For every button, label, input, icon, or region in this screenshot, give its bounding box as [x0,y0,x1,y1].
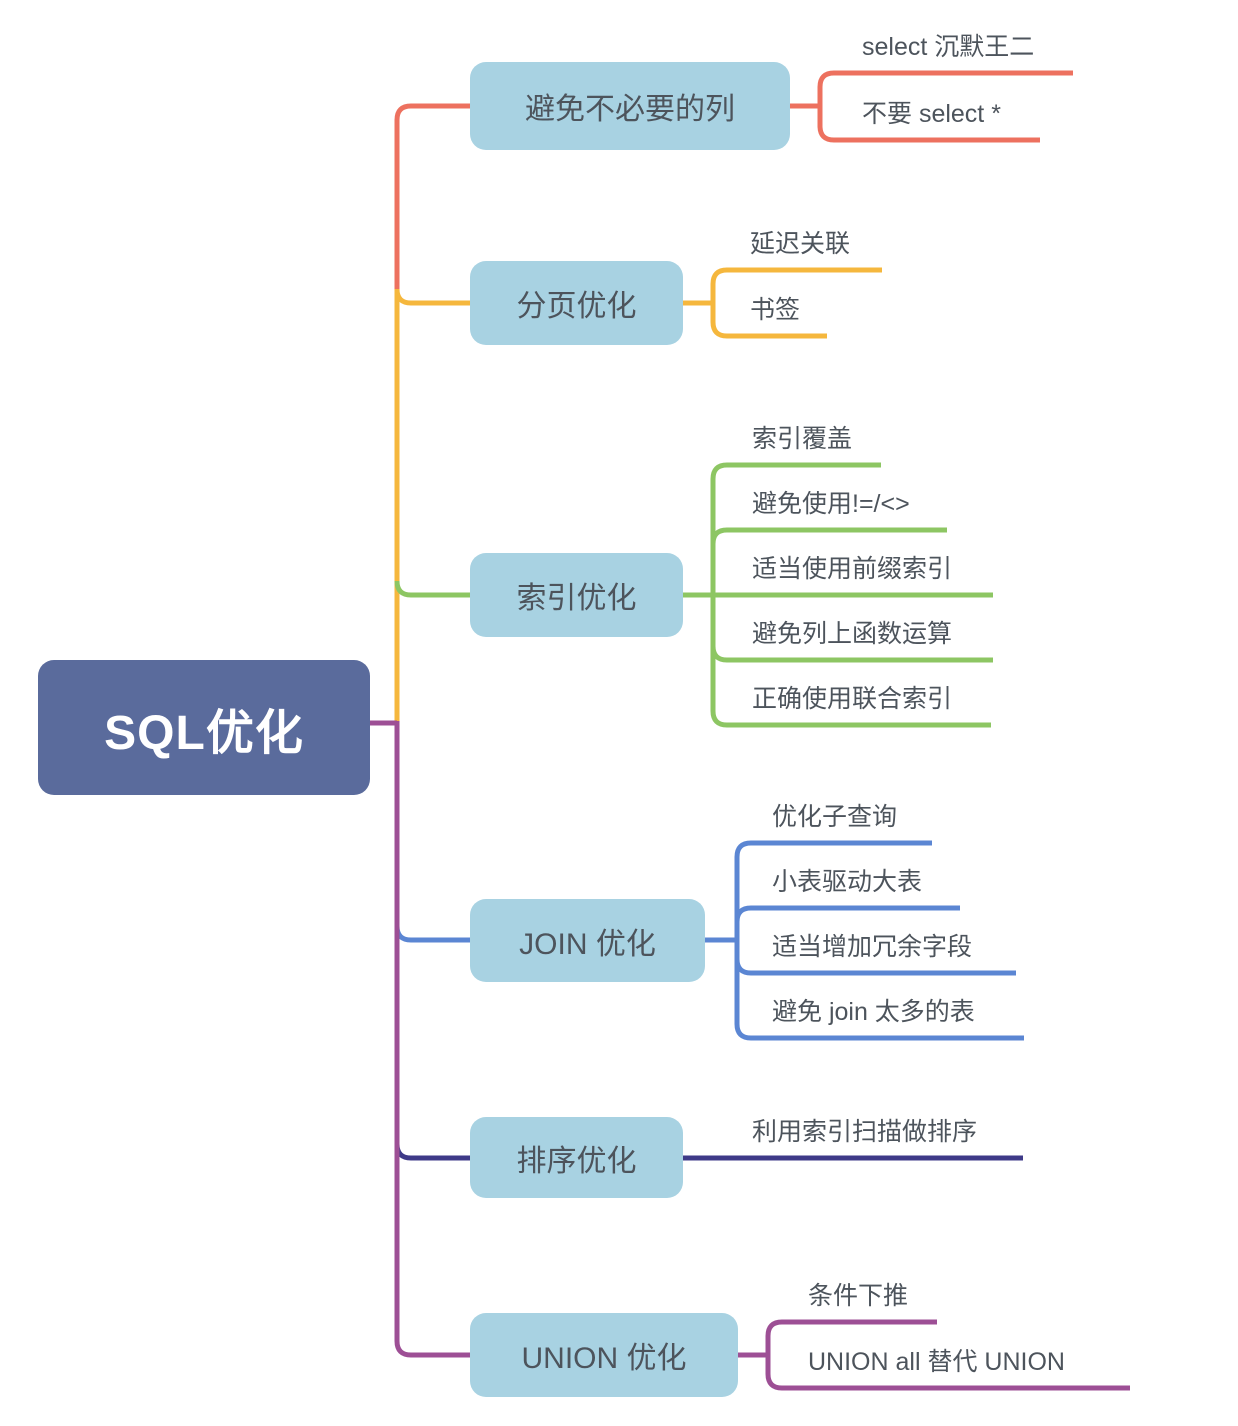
leaf-node[interactable]: 避免 join 太多的表 [772,998,975,1026]
leaf-node[interactable]: 适当增加冗余字段 [772,933,973,961]
branch-node-index[interactable]: 索引优化 [470,553,683,637]
branch-node-sort[interactable]: 排序优化 [470,1117,683,1198]
branch-node-join[interactable]: JOIN 优化 [470,899,705,982]
leaf-node[interactable]: 延迟关联 [750,230,851,258]
leaf-node[interactable]: 书签 [750,296,801,324]
leaf-node[interactable]: 正确使用联合索引 [752,685,953,713]
leaf-node[interactable]: 优化子查询 [772,803,898,831]
branch-node-avoid-columns[interactable]: 避免不必要的列 [470,62,790,150]
leaf-node[interactable]: select 沉默王二 [862,33,1035,61]
root-node[interactable]: SQL优化 [38,660,370,795]
leaf-node[interactable]: 索引覆盖 [752,425,853,453]
leaf-node[interactable]: UNION all 替代 UNION [808,1348,1065,1376]
leaf-node[interactable]: 适当使用前缀索引 [752,555,953,583]
branch-node-pagination[interactable]: 分页优化 [470,261,683,345]
leaf-node[interactable]: 条件下推 [808,1282,909,1310]
leaf-node[interactable]: 避免使用!=/<> [752,490,910,518]
leaf-node[interactable]: 小表驱动大表 [772,868,923,896]
leaf-node[interactable]: 不要 select * [862,100,1001,128]
branch-node-union[interactable]: UNION 优化 [470,1313,738,1397]
leaf-node[interactable]: 避免列上函数运算 [752,620,953,648]
leaf-node[interactable]: 利用索引扫描做排序 [752,1118,978,1146]
